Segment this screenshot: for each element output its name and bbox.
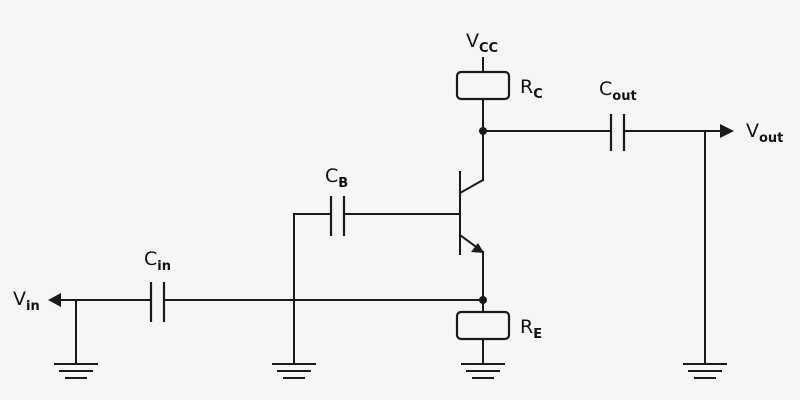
vin-arrow-icon [48, 293, 61, 307]
ground-emitter-icon [461, 363, 505, 379]
npn-transistor-icon [458, 130, 485, 301]
label-cin: Cin [144, 248, 171, 274]
label-rc: RC [520, 76, 543, 102]
label-vout: Vout [746, 120, 783, 146]
label-vin: Vin [13, 288, 40, 314]
ground-output-icon [683, 363, 727, 379]
ground-bias-icon [272, 363, 316, 379]
label-vcc: VCC [466, 30, 498, 56]
label-cout: Cout [599, 78, 637, 104]
vout-arrow-icon [720, 124, 734, 138]
resistor-rc [455, 70, 511, 101]
label-re: RE [520, 316, 542, 342]
resistor-re [455, 310, 511, 341]
ground-input-icon [54, 363, 98, 379]
label-cb: CB [325, 165, 348, 191]
